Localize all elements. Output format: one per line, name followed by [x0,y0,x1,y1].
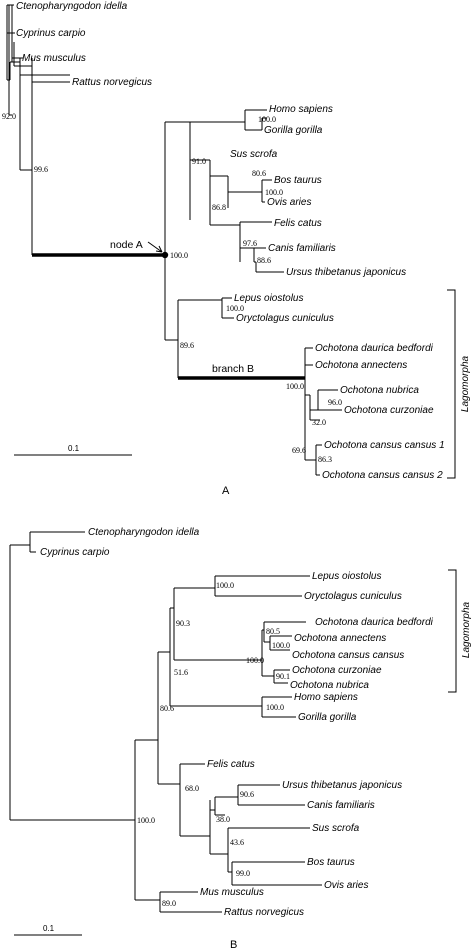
panel-a-ochotona-branches [304,347,342,476]
a-support: 86.8 [212,203,226,212]
b-taxon-rattus: Rattus norvegicus [224,907,304,918]
a-taxon-ovis: Ovis aries [267,197,311,208]
node-a-label: node A [110,239,143,251]
a-taxon-felis: Felis catus [274,218,322,229]
a-taxon-gorilla: Gorilla gorilla [264,125,323,136]
b-lagomorpha-bracket [448,569,457,693]
a-support: 100.0 [170,251,188,260]
a-support: 86.3 [318,455,332,464]
b-support: 43.6 [230,838,244,847]
b-lagomorpha-label: Lagomorpha [461,601,472,658]
panel-a-branches [6,4,70,255]
b-taxon-ochotona-cansus: Ochotona cansus cansus [292,650,404,661]
b-support: 100.0 [246,656,264,665]
a-taxon-oryctolagus: Oryctolagus cuniculus [236,313,334,324]
a-taxon-ochotona-daurica: Ochotona daurica bedfordi [315,343,434,354]
a-support: 100.0 [286,382,304,391]
a-lagomorpha-bracket [447,289,456,479]
a-support: 100.0 [258,115,276,124]
a-support: 92.0 [2,112,16,121]
b-taxon-ochotona-nubrica: Ochotona nubrica [290,680,369,691]
a-taxon-bos: Bos taurus [274,175,322,186]
a-support: 91.0 [192,157,206,166]
b-support: 100.0 [216,581,234,590]
a-taxon-lepus: Lepus oiostolus [234,293,304,304]
b-support: 80.6 [160,704,174,713]
b-taxon-lepus: Lepus oiostolus [312,571,382,582]
b-taxon-oryctolagus: Oryctolagus cuniculus [304,591,402,602]
b-support: 99.0 [236,869,250,878]
b-taxon-ochotona-annectens: Ochotona annectens [294,633,386,644]
b-support: 100.0 [266,703,284,712]
a-support: 88.6 [257,256,271,265]
b-taxon-gorilla: Gorilla gorilla [298,712,357,723]
panel-a-ingroup-branches [164,109,284,378]
a-support: 69.6 [292,446,306,455]
a-taxon-ochotona-cansus-1: Ochotona cansus cansus 1 [324,440,445,451]
panel-b-branches [9,531,322,913]
b-taxon-felis: Felis catus [207,759,255,770]
b-taxon-mus: Mus musculus [200,887,264,898]
b-support: 38.0 [216,815,230,824]
b-support: 90.3 [176,619,190,628]
b-support: 90.6 [240,790,254,799]
b-support: 100.0 [137,816,155,825]
a-support: 96.0 [328,398,342,407]
panel-a-label: A [222,485,230,497]
a-support: 32.0 [312,418,326,427]
b-taxon-ochotona-daurica: Ochotona daurica bedfordi [315,617,434,628]
b-taxon-ochotona-curzoniae: Ochotona curzoniae [292,665,382,676]
b-scale-label: 0.1 [43,924,55,933]
b-support: 68.0 [185,784,199,793]
panel-a-tree: Ctenopharyngodon idella Cyprinus carpio … [2,1,471,497]
panel-a-outgroup-branches [8,4,70,255]
panel-b-label: B [230,939,237,950]
b-support: 90.1 [276,672,290,681]
a-taxon-homo: Homo sapiens [269,104,333,115]
b-taxon-ovis: Ovis aries [324,880,368,891]
a-taxon-mus: Mus musculus [22,53,86,64]
b-taxon-ursus: Ursus thibetanus japonicus [282,780,402,791]
branch-b-label: branch B [212,363,254,375]
b-taxon-sus: Sus scrofa [312,823,360,834]
b-taxon-homo: Homo sapiens [294,692,358,703]
a-support: 89.6 [180,341,194,350]
a-support: 100.0 [265,188,283,197]
b-taxon-cyprinus: Cyprinus carpio [40,547,110,558]
node-a-arrow [147,241,163,253]
a-taxon-ochotona-cansus-2: Ochotona cansus cansus 2 [322,470,443,481]
a-taxon-rattus: Rattus norvegicus [72,77,152,88]
a-taxon-cyprinus: Cyprinus carpio [16,28,86,39]
a-taxon-canis: Canis familiaris [268,243,336,254]
b-support: 89.0 [162,899,176,908]
panel-b-tree: Ctenopharyngodon idella Cyprinus carpio … [9,527,472,950]
a-taxon-sus: Sus scrofa [230,149,278,160]
a-scale-label: 0.1 [68,444,80,453]
b-taxon-bos: Bos taurus [307,857,355,868]
b-support: 51.6 [174,668,188,677]
a-taxon-ochotona-nubrica: Ochotona nubrica [340,385,419,396]
a-support: 80.6 [252,169,266,178]
b-taxon-ctenopharyngodon: Ctenopharyngodon idella [88,527,200,538]
a-taxon-ursus: Ursus thibetanus japonicus [286,267,406,278]
b-support: 100.0 [272,641,290,650]
a-taxon-ochotona-curzoniae: Ochotona curzoniae [344,405,434,416]
a-lagomorpha-label: Lagomorpha [460,355,471,412]
b-support: 80.5 [266,627,280,636]
a-support: 97.6 [243,239,257,248]
a-taxon-ochotona-annectens: Ochotona annectens [315,360,407,371]
a-support: 100.0 [226,304,244,313]
b-taxon-canis: Canis familiaris [307,800,375,811]
a-taxon-ctenopharyngodon: Ctenopharyngodon idella [16,1,128,12]
a-support: 99.6 [34,165,48,174]
